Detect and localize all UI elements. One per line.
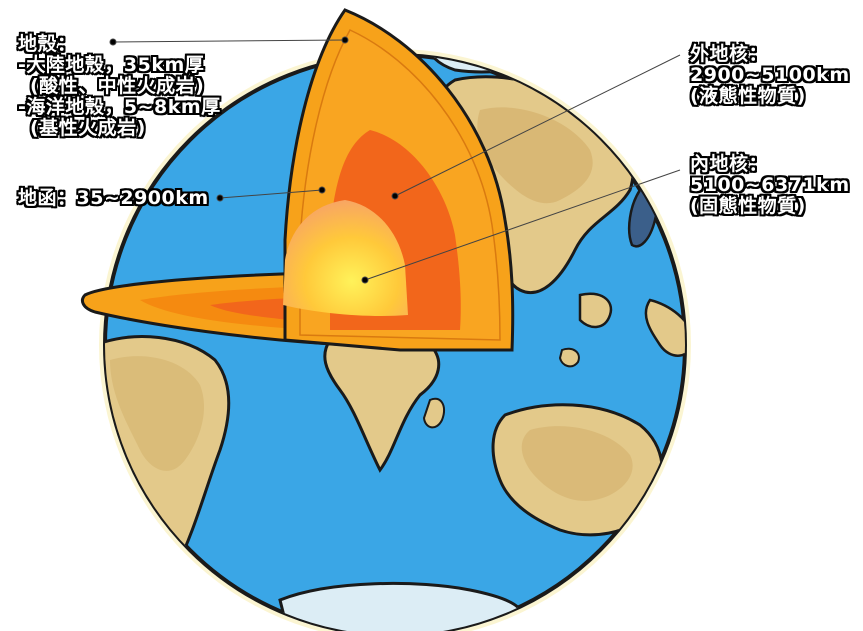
- label-mantle: 地函：35~2900km: [18, 188, 209, 209]
- leader-end-crust: [341, 36, 349, 44]
- landmass-indonesia-2: [644, 298, 685, 357]
- landmass-island-small: [558, 347, 580, 368]
- label-mantle-text: 地函：35~2900km: [18, 187, 209, 209]
- landmass-indonesia-1: [578, 292, 613, 329]
- label-outer-core-state: (液態性物質): [690, 85, 806, 107]
- label-outer-core: 外地核： 2900~5100km (液態性物質): [690, 44, 850, 107]
- leader-end-outer-core: [391, 192, 399, 200]
- leader-line-mantle: [219, 189, 323, 199]
- leader-end-inner-core: [361, 276, 369, 284]
- landmass-eurasia-shade: [477, 107, 593, 204]
- label-crust: 地殼： -大陸地殼，35km厚 (酸性、中性火成岩) -海洋地殼，5~8km厚 …: [18, 34, 221, 139]
- label-outer-core-title: 外地核：: [690, 43, 769, 65]
- cutaway: [81, 8, 515, 352]
- label-outer-core-range: 2900~5100km: [690, 64, 850, 86]
- leader-dot-mantle: [216, 194, 224, 202]
- leader-line-crust: [112, 39, 346, 43]
- label-crust-line1: -大陸地殼，35km厚: [18, 54, 205, 76]
- label-crust-line3: -海洋地殼，5~8km厚: [18, 96, 221, 118]
- label-crust-line4: (基性火成岩): [30, 117, 146, 139]
- landmass-srilanka: [422, 397, 446, 429]
- leader-line-outer-core: [394, 54, 681, 197]
- slice-vertical-inner-core: [283, 200, 408, 316]
- label-crust-line2: (酸性、中性火成岩): [30, 75, 205, 97]
- landmass-australia-shade: [521, 426, 633, 501]
- leader-lines: [109, 36, 681, 284]
- label-inner-core-state: (固態性物質): [690, 195, 806, 217]
- leader-dot-crust: [109, 38, 117, 46]
- leader-line-inner-core: [364, 169, 681, 281]
- label-crust-title: 地殼：: [18, 33, 77, 55]
- label-inner-core-range: 5100~6371km: [690, 174, 850, 196]
- label-inner-core-title: 內地核：: [690, 153, 769, 175]
- landmass-africa-shade: [110, 356, 205, 471]
- label-inner-core: 內地核： 5100~6371km (固態性物質): [690, 154, 850, 217]
- leader-end-mantle: [318, 186, 326, 194]
